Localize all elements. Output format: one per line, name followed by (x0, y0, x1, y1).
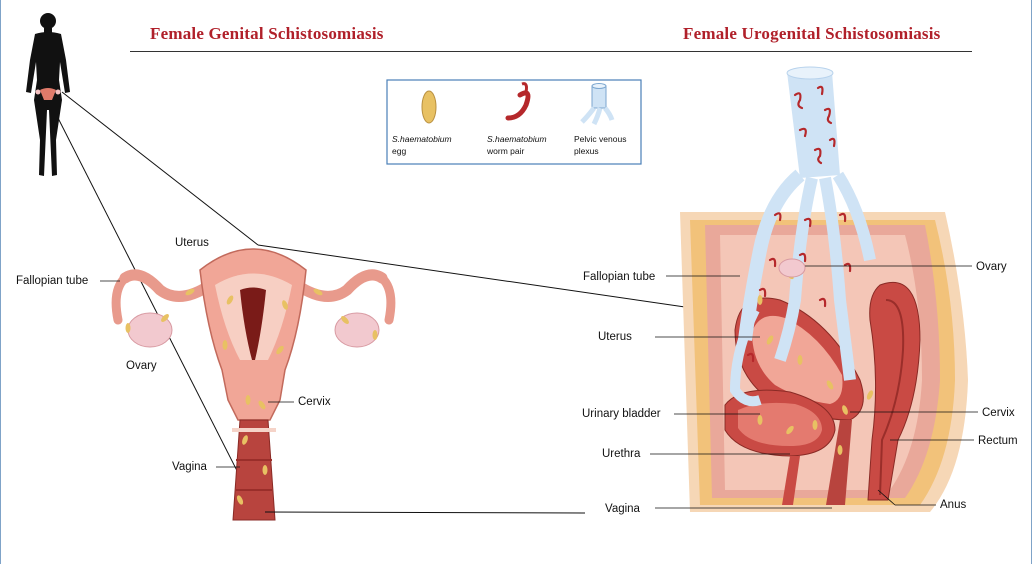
legend-egg-line1: S.haematobium (392, 134, 452, 144)
label-urinary-bladder: Urinary bladder (582, 408, 661, 420)
label-uterus-left: Uterus (175, 237, 209, 249)
legend-plexus-line2: plexus (574, 146, 599, 156)
frontal-uterus-illustration (116, 249, 391, 520)
legend-worm-line2: worm pair (486, 146, 524, 156)
legend-egg-line2: egg (392, 146, 406, 156)
label-vagina-left: Vagina (172, 461, 208, 473)
egg-icon (422, 91, 436, 123)
label-fallopian-tube-right: Fallopian tube (583, 271, 655, 283)
sagittal-pelvis-illustration (680, 67, 968, 512)
label-urethra: Urethra (602, 448, 641, 460)
label-vagina-right: Vagina (605, 503, 641, 515)
label-fallopian-tube-left: Fallopian tube (16, 275, 88, 287)
label-uterus-right: Uterus (598, 331, 632, 343)
label-ovary-left: Ovary (126, 360, 157, 372)
label-cervix-left: Cervix (298, 396, 331, 408)
label-ovary-right: Ovary (976, 261, 1007, 273)
legend-plexus-line1: Pelvic venous (574, 134, 626, 144)
label-anus: Anus (940, 499, 966, 511)
legend-worm-line1: S.haematobium (487, 134, 547, 144)
legend-box: S.haematobium egg S.haematobium worm pai… (387, 80, 641, 164)
label-rectum: Rectum (978, 435, 1018, 447)
connector-vagina (265, 512, 585, 513)
label-cervix-right: Cervix (982, 407, 1015, 419)
connector-uterus (258, 245, 740, 315)
zoom-line-top (62, 92, 258, 245)
